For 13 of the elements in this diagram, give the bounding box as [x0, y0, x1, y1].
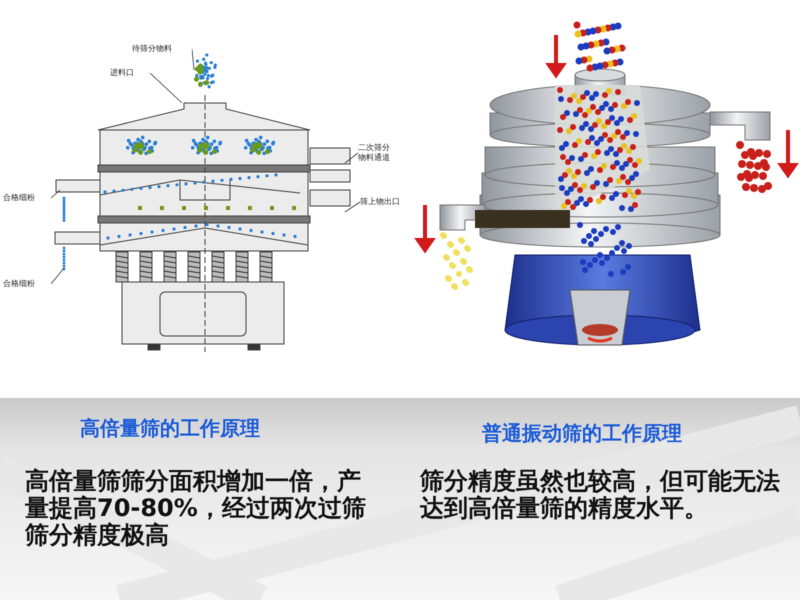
callout-label: 进料口 — [110, 68, 150, 78]
leader-line — [344, 152, 358, 164]
description-text: 高倍量筛筛分面积增加一倍，产量提高70-80%，经过两次过筛筛分精度极高 — [25, 468, 367, 549]
callout-label: 待筛分物料 — [132, 44, 192, 54]
section-heading: 高倍量筛的工作原理 — [80, 417, 261, 440]
leader-line — [50, 190, 60, 198]
callout-label: 合格细粉 — [3, 279, 51, 289]
leader-line — [344, 202, 360, 212]
leader-line — [50, 268, 64, 284]
callout-label: 合格细粉 — [3, 193, 51, 203]
description-text: 筛分精度虽然也较高，但可能无法达到高倍量筛的精度水平。 — [420, 468, 780, 522]
leader-line — [150, 72, 182, 104]
section-heading: 普通振动筛的工作原理 — [482, 422, 683, 445]
